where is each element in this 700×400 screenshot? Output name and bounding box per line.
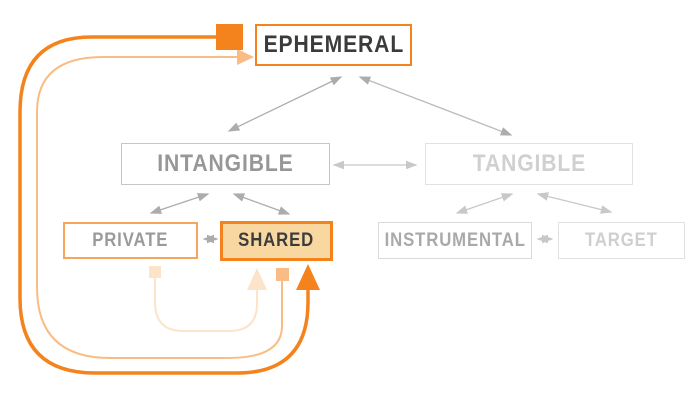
node-target-label: TARGET bbox=[585, 229, 658, 251]
edge-intangible-shared bbox=[232, 193, 291, 215]
edge-ephemeral-intangible bbox=[227, 76, 343, 132]
node-tangible-label: TANGIBLE bbox=[472, 150, 586, 177]
edge-intangible-private bbox=[149, 193, 210, 214]
node-instrumental-label: INSTRUMENTAL bbox=[384, 229, 526, 251]
node-tangible: TANGIBLE bbox=[425, 143, 633, 185]
node-instrumental: INSTRUMENTAL bbox=[378, 222, 532, 259]
loop-shared-to-ephemeral-path bbox=[36, 56, 283, 359]
node-shared-label: SHARED bbox=[238, 230, 315, 251]
edge-tangible-target bbox=[536, 192, 613, 214]
loop-ephemeral-origin-square bbox=[216, 24, 243, 50]
node-private: PRIVATE bbox=[63, 222, 198, 259]
node-shared: SHARED bbox=[220, 221, 333, 261]
loop-private-to-shared-path bbox=[154, 277, 258, 332]
loop-private-origin-square bbox=[149, 266, 161, 278]
node-ephemeral: EPHEMERAL bbox=[255, 24, 412, 66]
loop-ephemeral-to-shared-arrowhead bbox=[296, 264, 320, 290]
node-ephemeral-label: EPHEMERAL bbox=[263, 31, 404, 58]
loop-shared-to-ephemeral-arrowhead bbox=[237, 49, 254, 65]
loop-shared-origin-square bbox=[276, 268, 289, 281]
loop-ephemeral-to-shared-path bbox=[18, 35, 310, 375]
node-intangible: INTANGIBLE bbox=[121, 143, 330, 185]
node-intangible-label: INTANGIBLE bbox=[157, 150, 294, 177]
edge-tangible-instrumental bbox=[455, 193, 514, 214]
node-target: TARGET bbox=[558, 222, 685, 259]
edge-ephemeral-tangible bbox=[358, 76, 513, 136]
node-private-label: PRIVATE bbox=[92, 229, 169, 251]
loop-private-to-shared-arrowhead bbox=[247, 268, 267, 290]
